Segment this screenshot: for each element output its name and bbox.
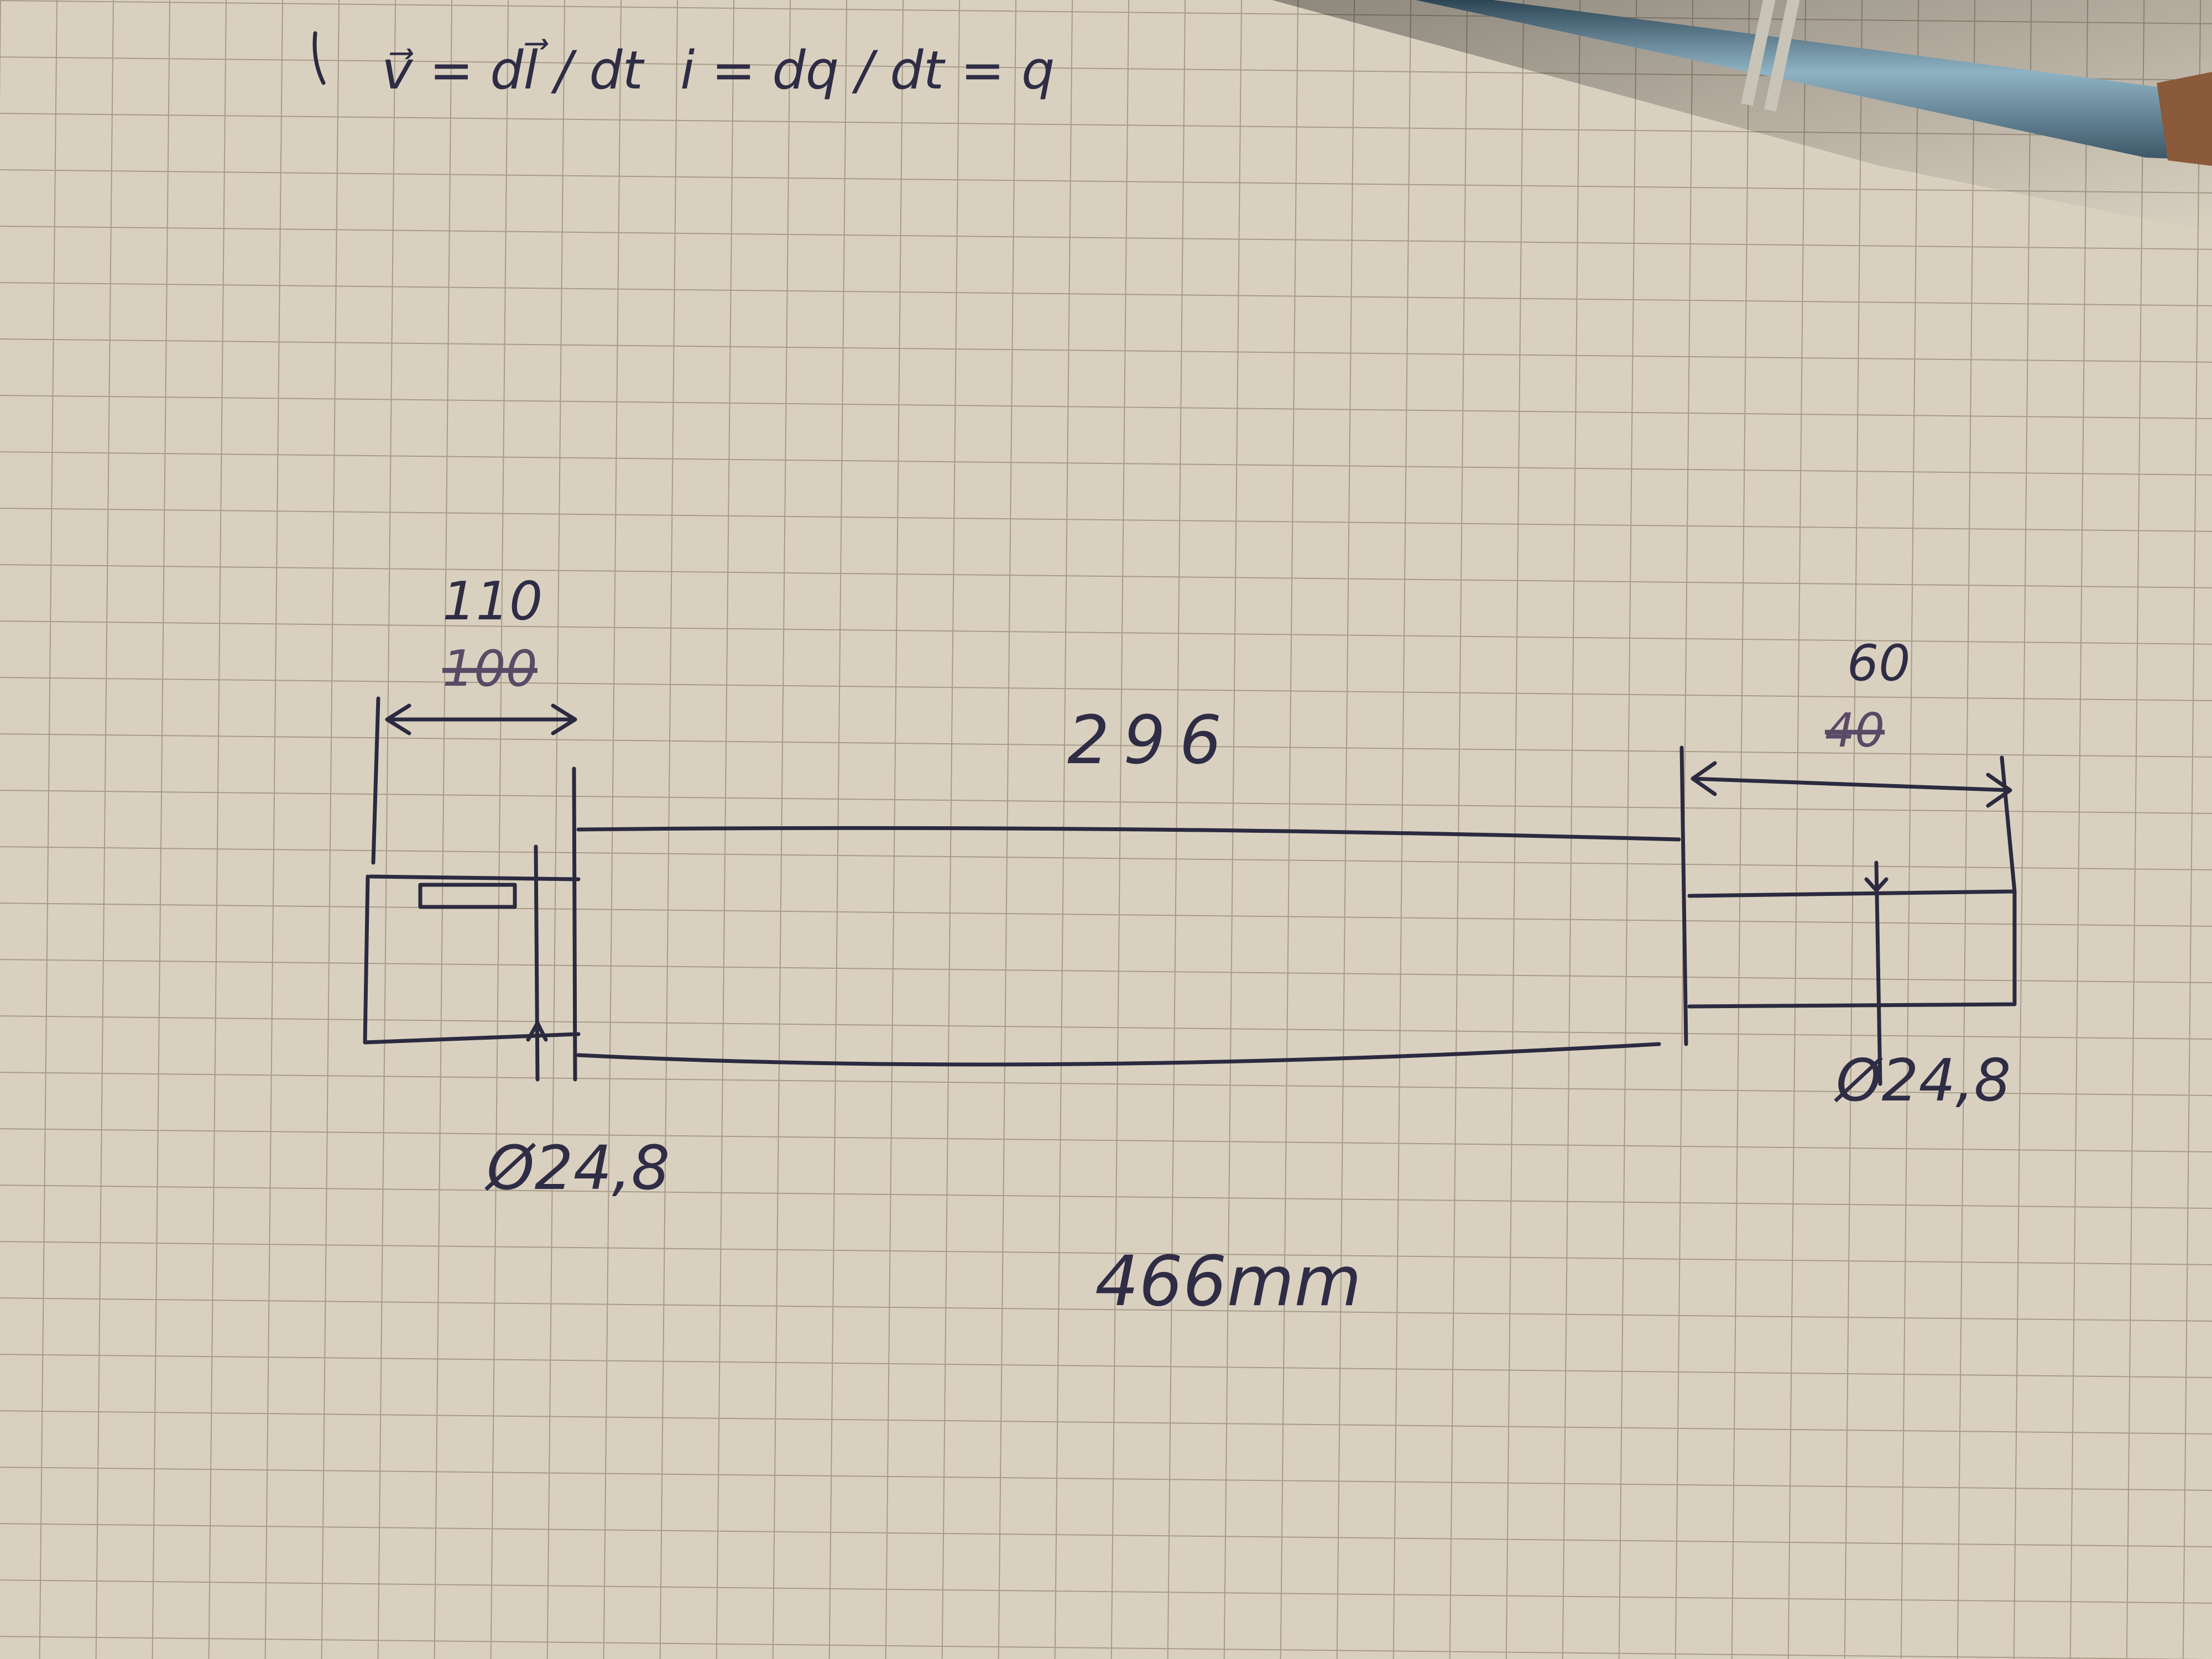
velocity-equation: v⃗ = dl⃗ / dt: [382, 39, 645, 101]
equations: v⃗ = dl⃗ / dt i = dq / dt = q: [312, 31, 1055, 101]
total-length-label: 466mm: [1095, 1241, 1361, 1322]
right-length-label: 60: [1847, 634, 1911, 692]
left-length-label: 110: [442, 571, 542, 632]
left-diameter-label: Ø24,8: [484, 1133, 670, 1203]
pen-shadow: [1272, 0, 2212, 232]
right-length-crossed-label: 40: [1825, 703, 1885, 758]
left-section: [363, 696, 581, 1082]
left-length-crossed-label: 100: [442, 640, 538, 698]
middle-length-label: 296: [1067, 702, 1235, 779]
right-section: [1679, 745, 2017, 1086]
shaft: [576, 826, 1681, 1067]
pen: [1416, 0, 2212, 166]
current-equation: i = dq / dt = q: [680, 40, 1055, 101]
keyway: [418, 883, 517, 909]
right-diameter-label: Ø24,8: [1834, 1047, 2011, 1114]
